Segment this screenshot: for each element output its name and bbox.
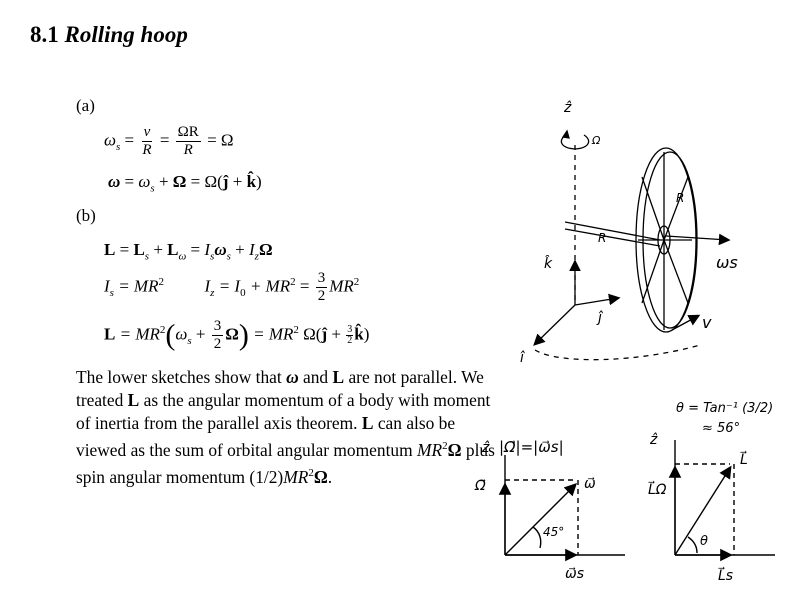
right-z-label: ẑ bbox=[649, 432, 658, 448]
L-vector-diagram bbox=[668, 440, 775, 562]
hoop-spoke bbox=[663, 176, 689, 241]
i-hat-label: î bbox=[520, 350, 525, 366]
section-number: 8.1 bbox=[30, 22, 59, 47]
z-axis-label: ẑ bbox=[563, 100, 572, 116]
radius-label-axle: R bbox=[598, 231, 606, 245]
equation-L-sum: L = Ls + Lω = Isωs + IzΩ bbox=[104, 240, 273, 263]
hoop-hub bbox=[657, 225, 671, 255]
theta-arc bbox=[687, 536, 698, 554]
magnitude-note: |Ω⃗|=|ω⃗s| bbox=[499, 438, 564, 456]
section-heading: 8.1 Rolling hoop bbox=[30, 22, 188, 48]
part-a-label: (a) bbox=[76, 96, 95, 115]
explanation-paragraph: The lower sketches show that ω and L are… bbox=[76, 367, 495, 487]
w-vector-label: ω⃗ bbox=[584, 476, 596, 492]
hoop-outer bbox=[635, 147, 697, 333]
omega-s-arrow bbox=[665, 233, 731, 246]
section-title: Rolling hoop bbox=[64, 22, 188, 47]
j-hat-arrow bbox=[574, 293, 621, 306]
L-omega-label: L⃗Ω bbox=[648, 480, 667, 498]
rotation-arrow bbox=[560, 134, 590, 150]
velocity-label: v bbox=[702, 313, 712, 332]
L-vector-label: L⃗ bbox=[740, 450, 748, 468]
part-b-label: (b) bbox=[76, 206, 96, 225]
theta-approx: ≈ 56° bbox=[702, 421, 740, 436]
radius-label-hoop: R bbox=[676, 191, 684, 205]
left-z-label: ẑ bbox=[481, 440, 490, 456]
theta-label: θ bbox=[700, 534, 708, 549]
j-hat-label: ĵ bbox=[596, 310, 604, 326]
angle-arc bbox=[532, 526, 542, 549]
angle-45-label: 45° bbox=[543, 525, 564, 539]
L-vector-arrow bbox=[674, 465, 732, 556]
ws-vector-label: ω⃗s bbox=[565, 566, 584, 582]
hoop-spoke bbox=[663, 239, 689, 304]
floor-path bbox=[534, 344, 701, 361]
omega-vector-diagram bbox=[498, 455, 625, 562]
rolling-hoop-sketch bbox=[533, 129, 731, 361]
omega-rotation-label: Ω bbox=[591, 134, 601, 147]
Ls-vector-label: L⃗s bbox=[718, 566, 733, 584]
velocity-arrow bbox=[671, 314, 701, 331]
w-vector-arrow bbox=[504, 483, 577, 556]
axle-line bbox=[564, 221, 661, 241]
omega-vector-label: Ω⃗ bbox=[474, 478, 486, 494]
i-hat-arrow bbox=[533, 304, 576, 346]
equation-omega-total: ω = ωs + Ω = Ω(ĵ + k̂) bbox=[108, 172, 262, 195]
k-hat-label: k̂ bbox=[544, 255, 553, 272]
theta-formula: θ = Tan⁻¹ (3/2) bbox=[676, 401, 773, 416]
omega-s-label: ωs bbox=[716, 253, 738, 272]
